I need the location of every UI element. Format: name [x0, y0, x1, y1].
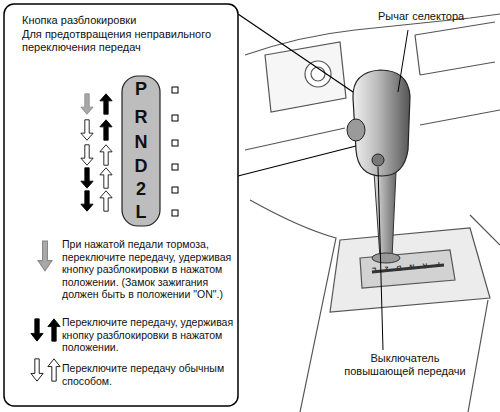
gear-letter: D	[122, 156, 160, 177]
callout-line	[238, 14, 356, 176]
part-name: Выключатель повышающей передачи	[340, 352, 470, 377]
callout-panel	[4, 4, 238, 406]
console-letter: N	[409, 261, 415, 270]
black-arrow	[100, 94, 112, 114]
legend-text: Переключите передачу, удерживая кнопку р…	[62, 316, 234, 354]
console-drawing	[245, 14, 500, 412]
gray-arrow	[38, 241, 52, 271]
position-mark	[172, 164, 178, 170]
position-mark	[172, 115, 178, 121]
slot-groove	[372, 265, 444, 272]
part-name: Рычаг селектора	[378, 10, 496, 23]
leader-line	[398, 30, 408, 92]
black-arrow	[31, 319, 43, 341]
black-arrow	[100, 120, 112, 140]
position-marks	[172, 87, 178, 216]
console-side	[250, 200, 336, 412]
position-mark	[172, 187, 178, 193]
shift-arrows	[81, 94, 112, 211]
note-text: Для предотвращения неправильного переклю…	[22, 28, 222, 53]
white-arrow	[81, 120, 93, 140]
dial-panel	[265, 42, 346, 112]
legend-text: Переключите передачу обычным способом.	[62, 362, 234, 387]
gate-slot	[360, 250, 455, 288]
position-mark	[172, 140, 178, 146]
gate-plate	[122, 76, 160, 226]
leader-line	[378, 167, 383, 350]
white-arrow	[81, 145, 93, 165]
gear-letter: L	[122, 202, 160, 223]
console-letter: R	[422, 260, 428, 269]
white-arrow	[100, 168, 112, 188]
white-arrow	[48, 359, 60, 381]
console-letter: P	[435, 259, 440, 268]
gear-letter: P	[122, 79, 160, 100]
legend-text: При нажатой педали тормоза, переключите …	[62, 238, 234, 301]
console-letter: 2	[384, 264, 389, 273]
white-arrow	[31, 359, 43, 381]
gear-letter: N	[122, 132, 160, 153]
console-letter: D	[396, 262, 402, 271]
position-mark	[172, 87, 178, 93]
gate-plate	[330, 228, 490, 312]
position-mark	[172, 210, 178, 216]
legend-samples	[31, 241, 60, 381]
gray-arrow	[81, 94, 93, 114]
black-arrow	[81, 168, 93, 188]
lever-boot	[372, 253, 400, 263]
black-arrow	[48, 319, 60, 341]
vent	[415, 22, 495, 75]
console-letter: L	[372, 265, 377, 274]
part-name: Кнопка разблокировки	[22, 14, 222, 27]
black-arrow	[81, 191, 93, 211]
lever-shaft	[374, 172, 396, 258]
white-arrow	[100, 191, 112, 211]
white-arrow	[100, 145, 112, 165]
gear-letter: 2	[122, 179, 160, 200]
overdrive-switch	[372, 154, 384, 166]
release-button	[347, 119, 365, 141]
dial-inner	[311, 67, 325, 81]
gear-letter: R	[122, 107, 160, 128]
